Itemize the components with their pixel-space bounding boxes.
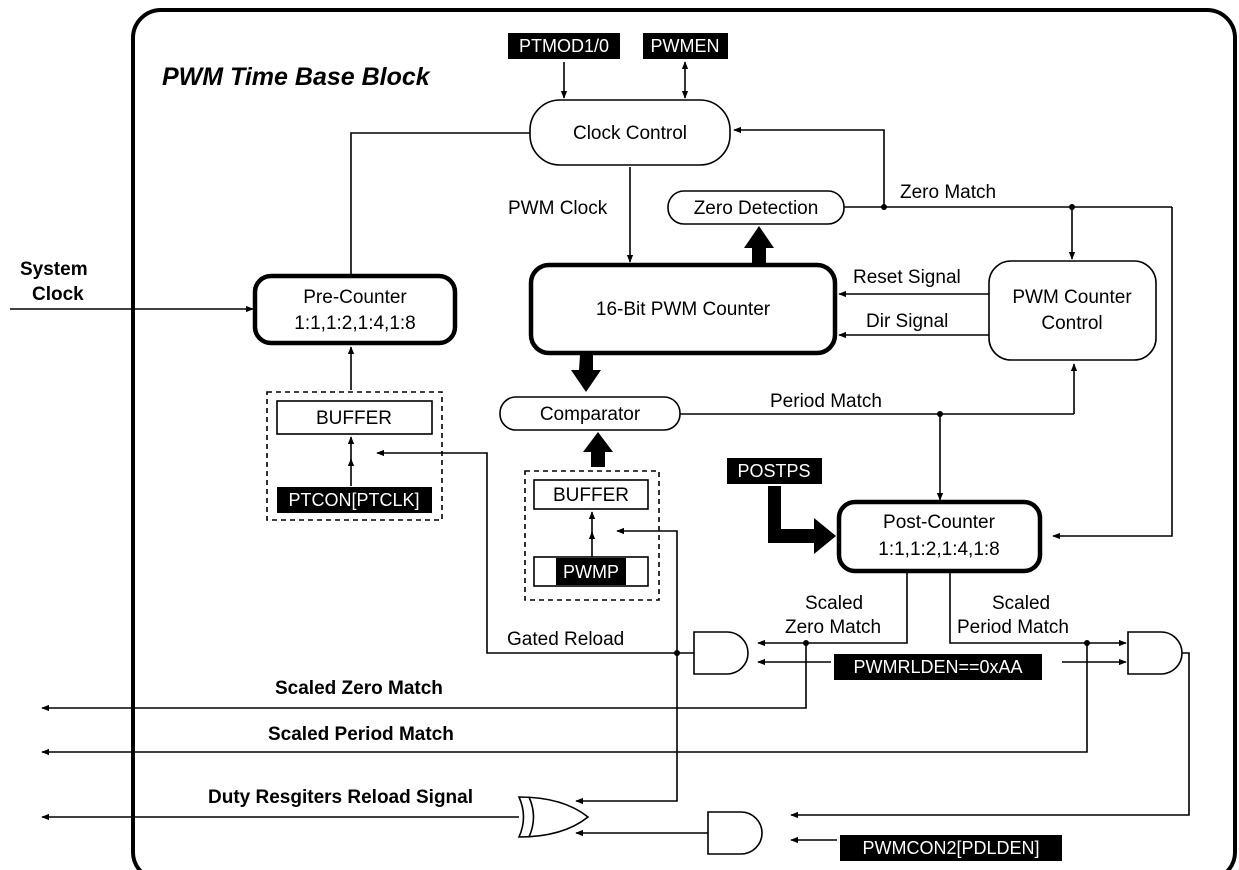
buffer-mid-label: BUFFER	[553, 485, 629, 506]
period-match-node	[937, 411, 943, 417]
pre-counter-block	[252, 273, 458, 346]
clock-control-label: Clock Control	[573, 123, 687, 144]
postps-to-postcounter-arrow	[768, 486, 836, 554]
zero-match-to-clock-wire	[733, 126, 885, 207]
post-counter-label-2: 1:1,1:2,1:4,1:8	[878, 539, 1000, 560]
buffer-mid-block	[533, 479, 649, 510]
scaled-period-label-2: Period Match	[957, 617, 1069, 638]
comparator-label: Comparator	[540, 404, 641, 425]
period-match-label: Period Match	[770, 391, 882, 412]
duty-reload-output-label: Duty Resgiters Reload Signal	[208, 787, 473, 808]
counter-control-label-2: Control	[1041, 313, 1102, 334]
time-base-frame	[131, 8, 1237, 870]
and-gate-period	[1127, 631, 1183, 675]
zero-match-node-2	[1069, 204, 1075, 210]
post-counter-label-1: Post-Counter	[883, 512, 996, 533]
and-period-to-and-pdlden-wire	[790, 652, 1190, 819]
counter-control-label-1: PWM Counter	[1012, 287, 1132, 308]
pwmcon2-register-bg	[840, 835, 1062, 861]
pwmen-register-bg	[643, 33, 728, 59]
gated-reload-label: Gated Reload	[507, 629, 624, 650]
reload-to-pwmp-buffer-wire	[616, 527, 678, 653]
system-clock-label-1: System	[20, 259, 88, 280]
zero-match-to-postcounter-wire	[1052, 207, 1173, 540]
and-gate-pdlden	[707, 811, 763, 855]
gated-reload-wire	[376, 449, 694, 654]
postps-register: POSTPS	[737, 461, 810, 481]
post-counter-block	[836, 499, 1043, 574]
pwmcon2-register: PWMCON2[PDLDEN]	[862, 838, 1039, 858]
buffer-to-comparator-arrow	[583, 432, 613, 467]
scaled-zero-output-wire	[41, 643, 807, 712]
system-clock-label-2: Clock	[32, 284, 84, 305]
pre-counter-label-1: Pre-Counter	[303, 287, 407, 308]
postps-register-bg	[727, 458, 822, 484]
pwmrlden-register: PWMRLDEN==0xAA	[853, 657, 1022, 677]
scaled-period-output-label: Scaled Period Match	[268, 724, 454, 745]
pre-counter-label-2: 1:1,1:2,1:4,1:8	[294, 313, 416, 334]
counter-control-block	[988, 260, 1157, 361]
scaled-zero-label-2: Zero Match	[785, 617, 881, 638]
scaled-period-label-1: Scaled	[992, 593, 1050, 614]
pwmrlden-register-bg	[834, 654, 1042, 680]
clock-to-precounter-wire	[350, 132, 530, 275]
or-gate-curve	[528, 796, 535, 838]
buffer-left-block	[276, 400, 433, 435]
pwmp-register-bg	[556, 558, 626, 585]
counter-to-zero-arrow	[744, 226, 774, 263]
reload-to-or-gate-wire	[575, 653, 678, 805]
zero-match-label: Zero Match	[900, 182, 996, 203]
block-title: PWM Time Base Block	[162, 63, 431, 91]
and-gate-zero	[693, 631, 749, 675]
scaled-period-wire	[949, 571, 1127, 647]
ptcon-register: PTCON[PTCLK]	[288, 490, 419, 510]
pwm-counter-label: 16-Bit PWM Counter	[596, 299, 771, 320]
or-gate-reload	[517, 796, 590, 838]
ptmod-register: PTMOD1/0	[519, 36, 609, 56]
reset-signal-label: Reset Signal	[853, 267, 961, 288]
dir-signal-label: Dir Signal	[866, 311, 948, 332]
scaled-zero-label-1: Scaled	[805, 593, 863, 614]
zero-match-node-1	[881, 204, 887, 210]
counter-to-comparator-arrow	[571, 355, 601, 392]
buffer-left-label: BUFFER	[316, 408, 392, 429]
pwmp-register: PWMP	[563, 562, 619, 582]
scaled-period-output-wire	[41, 643, 1088, 756]
zero-detection-label: Zero Detection	[694, 198, 819, 219]
ptcon-register-bg	[277, 487, 432, 513]
pwm-counter-block	[528, 262, 838, 356]
pwmp-buffer-group	[524, 470, 660, 601]
scaled-zero-output-label: Scaled Zero Match	[275, 678, 443, 699]
pwmen-register: PWMEN	[651, 36, 720, 56]
ptcon-buffer-group	[266, 391, 443, 521]
pwm-clock-label: PWM Clock	[508, 198, 608, 219]
ptmod-register-bg	[508, 33, 620, 59]
